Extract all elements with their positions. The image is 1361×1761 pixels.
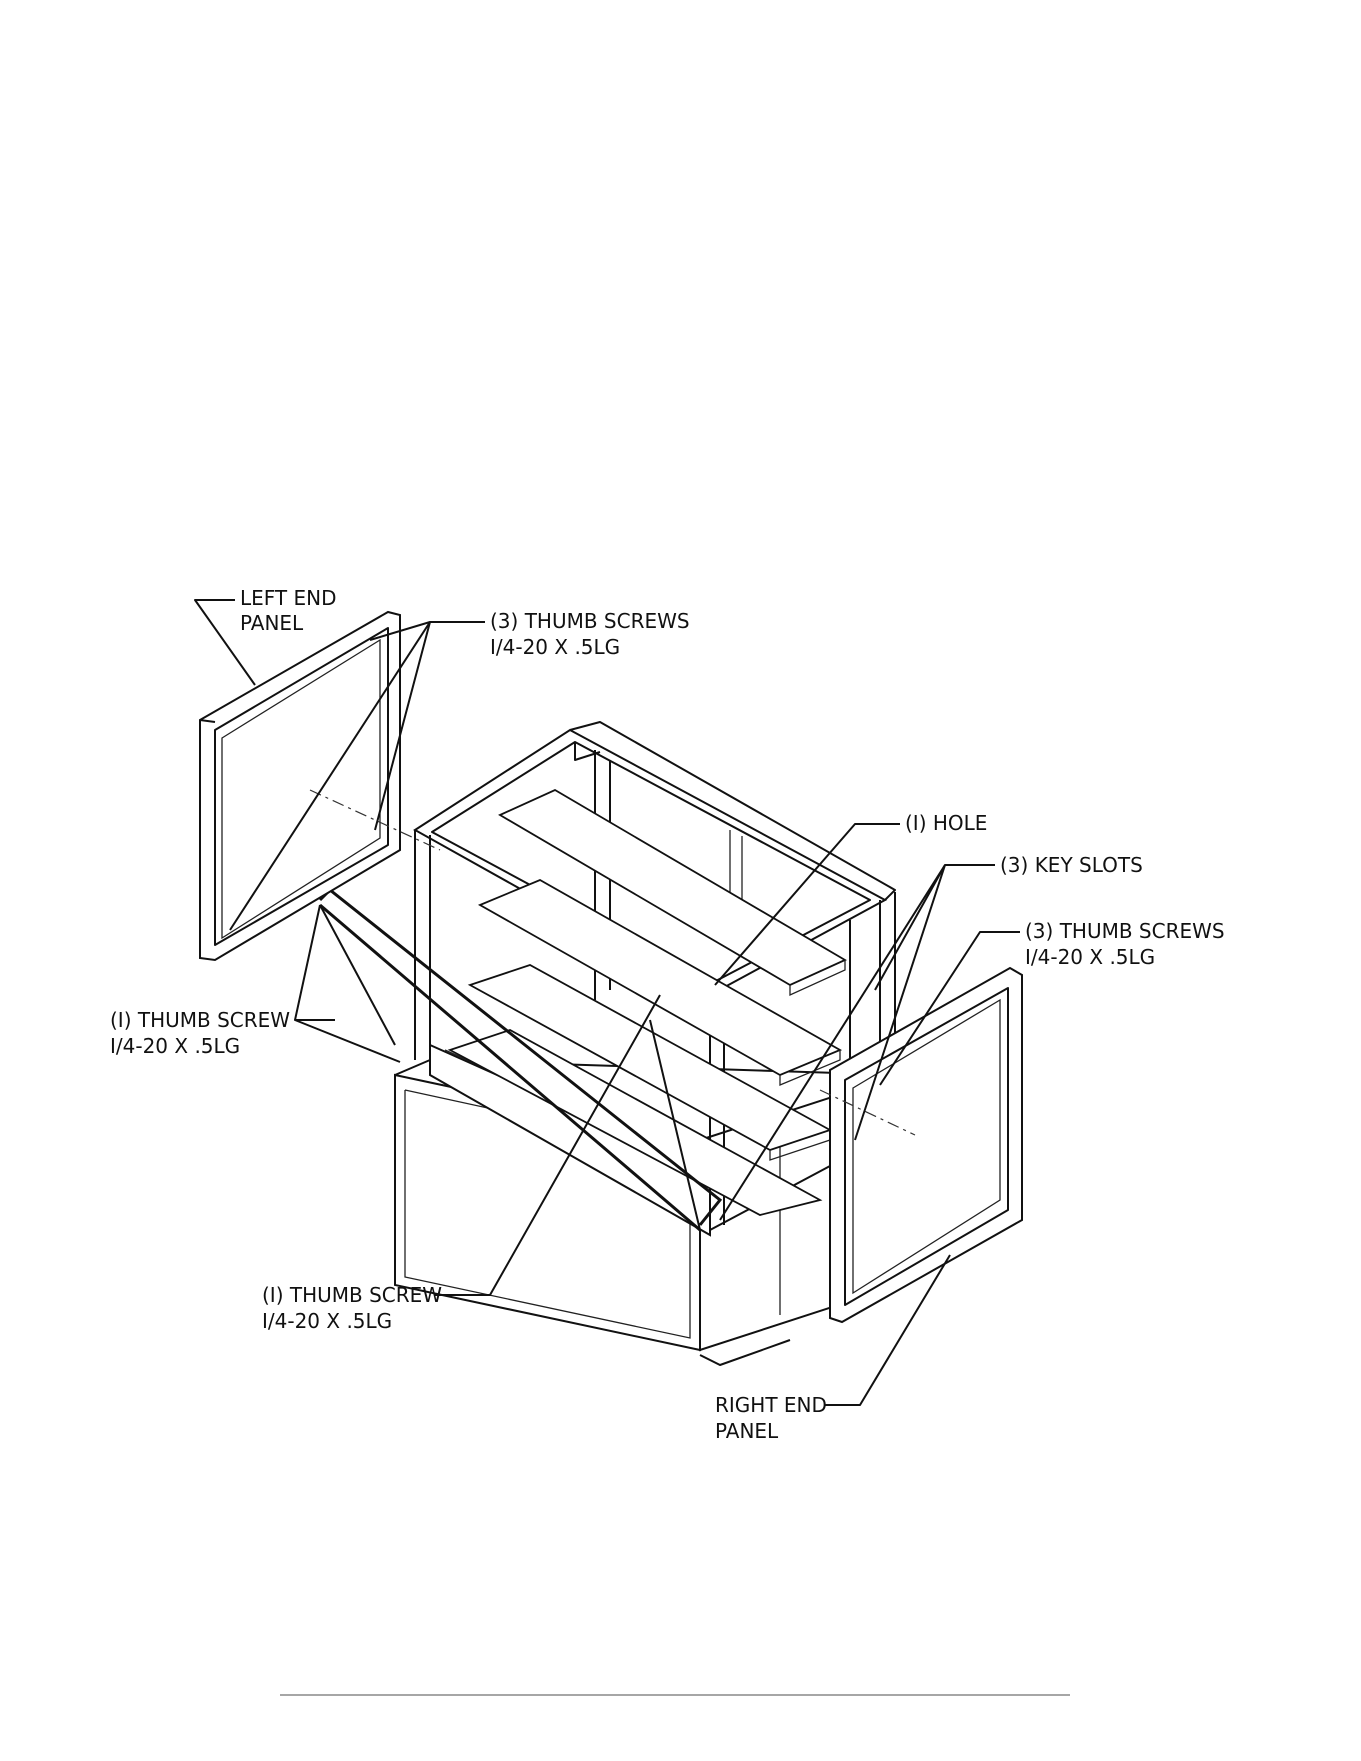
label-left-end-panel: LEFT END PANEL xyxy=(240,586,343,635)
label-thumb-screw-bottom: (I) THUMB SCREW I/4-20 X .5LG xyxy=(262,1283,448,1333)
cabinet-base xyxy=(395,1060,900,1350)
label-thumb-screws-top: (3) THUMB SCREWS I/4-20 X .5LG xyxy=(490,609,696,659)
label-thumb-screws-right: (3) THUMB SCREWS I/4-20 X .5LG xyxy=(1025,919,1231,969)
label-key-slots: (3) KEY SLOTS xyxy=(1000,853,1143,877)
label-thumb-screw-left: (I) THUMB SCREW I/4-20 X .5LG xyxy=(110,1008,296,1058)
label-hole: (I) HOLE xyxy=(905,811,987,835)
left-end-panel xyxy=(200,612,400,960)
label-right-end-panel: RIGHT END PANEL xyxy=(715,1393,833,1443)
right-end-panel xyxy=(830,968,1022,1322)
